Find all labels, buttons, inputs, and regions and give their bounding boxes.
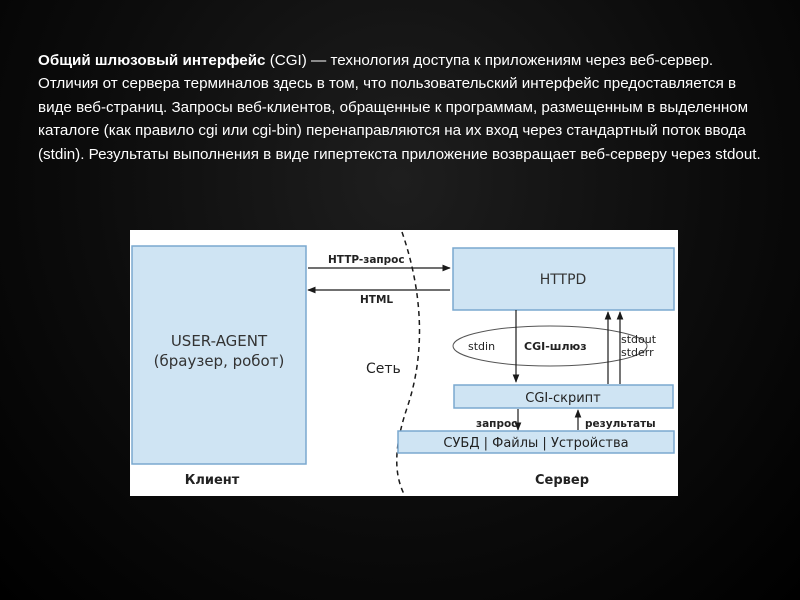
stdin-label: stdin (468, 340, 495, 353)
user-agent-subtitle: (браузер, робот) (154, 352, 285, 370)
server-label: Сервер (535, 473, 589, 488)
cgi-script-label: CGI-скрипт (525, 391, 601, 406)
stderr-label: stderr (621, 346, 654, 359)
cgi-gateway-label: CGI-шлюз (524, 340, 587, 353)
cgi-diagram: USER-AGENT (браузер, робот) Сеть HTTP-за… (130, 230, 678, 496)
network-boundary (396, 231, 421, 495)
slide-body-text: Общий шлюзовый интерфейс (CGI) — техноло… (38, 49, 768, 166)
cgi-diagram-svg: USER-AGENT (браузер, робот) Сеть HTTP-за… (131, 231, 675, 495)
html-label: HTML (360, 294, 393, 306)
client-label: Клиент (185, 473, 240, 488)
httpd-box (452, 247, 675, 311)
results-label: результаты (585, 418, 656, 430)
stdout-label: stdout (621, 333, 657, 346)
cgi-term: Общий шлюзовый интерфейс (38, 52, 266, 69)
backend-label: СУБД | Файлы | Устройства (443, 436, 628, 451)
request-label: запрос (476, 418, 517, 430)
user-agent-box (131, 245, 307, 465)
backend-box (397, 430, 675, 454)
network-label: Сеть (366, 361, 401, 377)
cgi-script-box (453, 384, 674, 409)
http-request-label: HTTP-запрос (328, 254, 405, 266)
cgi-description: (CGI) — технология доступа к приложениям… (38, 52, 761, 163)
httpd-label: HTTPD (540, 272, 587, 288)
cgi-gateway-ellipse (452, 325, 648, 367)
user-agent-title: USER-AGENT (171, 332, 268, 350)
